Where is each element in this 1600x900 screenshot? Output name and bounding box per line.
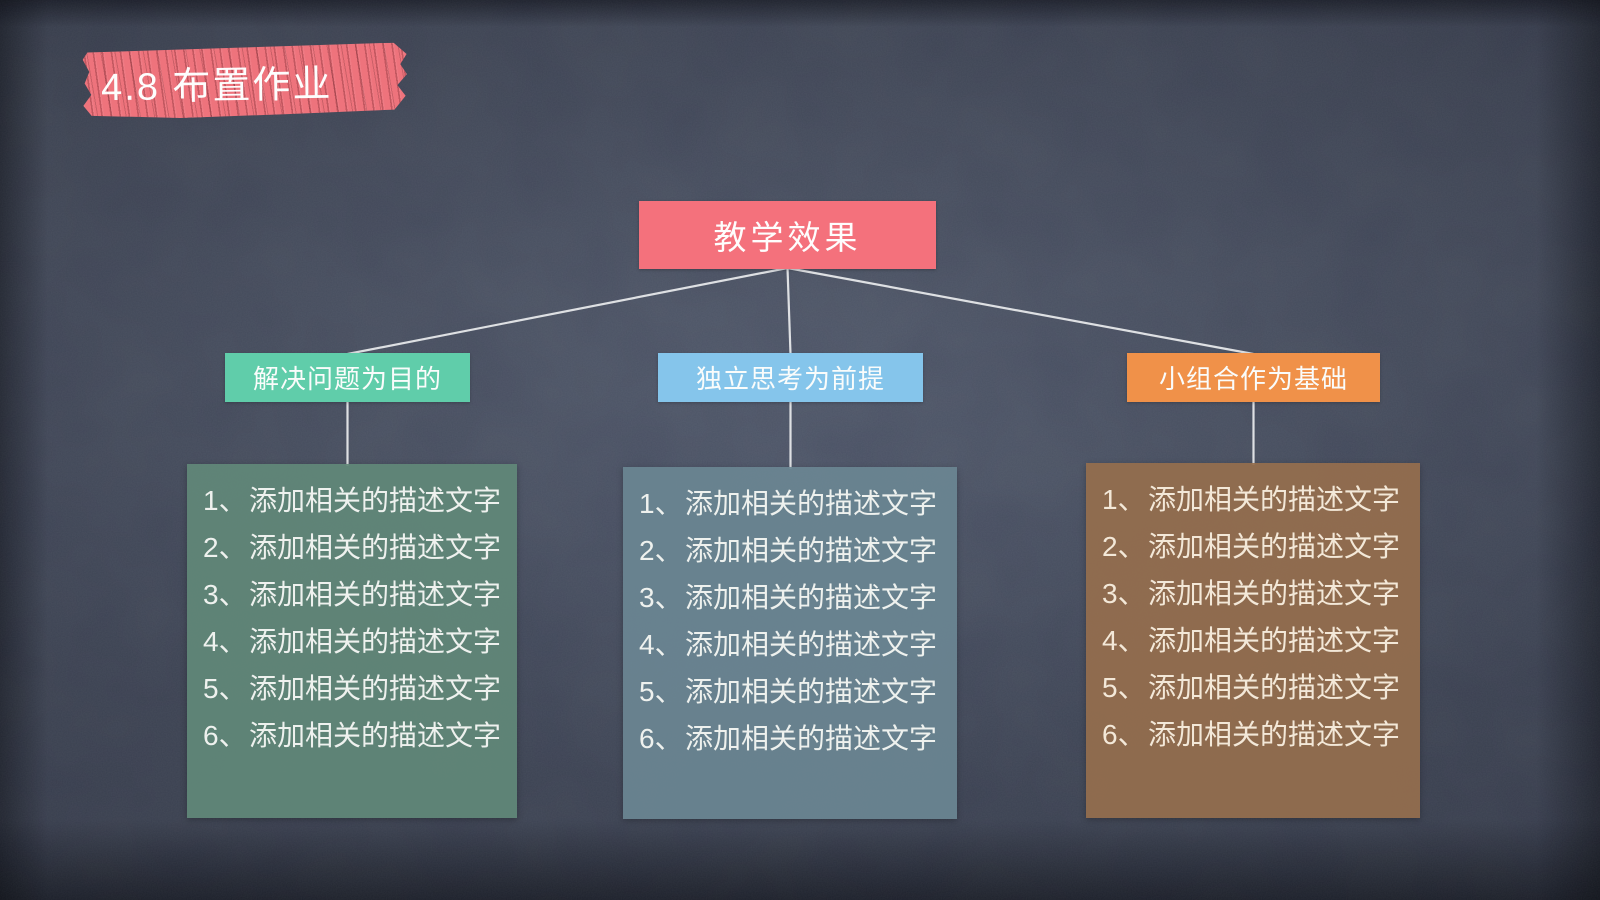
list-item-text: 添加相关的描述文字 bbox=[685, 629, 938, 660]
list-item-text: 添加相关的描述文字 bbox=[685, 488, 938, 519]
list-item: 3、添加相关的描述文字 bbox=[1102, 570, 1420, 617]
list-item-number: 5、 bbox=[203, 673, 247, 704]
list-item-number: 2、 bbox=[1102, 531, 1146, 562]
list-item-text: 添加相关的描述文字 bbox=[249, 626, 502, 657]
list-item-text: 添加相关的描述文字 bbox=[1148, 719, 1401, 750]
list-item: 2、添加相关的描述文字 bbox=[639, 527, 957, 574]
list-item: 1、添加相关的描述文字 bbox=[1102, 476, 1420, 523]
branch-panel-goal: 1、添加相关的描述文字 2、添加相关的描述文字 3、添加相关的描述文字 4、添加… bbox=[187, 464, 517, 818]
list-item-text: 添加相关的描述文字 bbox=[249, 579, 502, 610]
list-item: 5、添加相关的描述文字 bbox=[639, 668, 957, 715]
list-item: 2、添加相关的描述文字 bbox=[203, 524, 517, 571]
list-item: 5、添加相关的描述文字 bbox=[1102, 664, 1420, 711]
slide-title-highlight: 4.8 布置作业 bbox=[82, 42, 407, 119]
branch-header-foundation: 小组合作为基础 bbox=[1127, 353, 1380, 402]
list-item-number: 2、 bbox=[203, 532, 247, 563]
list-item: 3、添加相关的描述文字 bbox=[203, 571, 517, 618]
branch-header-goal: 解决问题为目的 bbox=[225, 353, 470, 402]
branch-header-label: 解决问题为目的 bbox=[252, 364, 442, 394]
list-item-number: 6、 bbox=[639, 723, 683, 754]
slide-title: 4.8 布置作业 bbox=[100, 63, 333, 109]
connector-line bbox=[786, 267, 792, 355]
list-item-number: 1、 bbox=[1102, 484, 1146, 515]
list-item-text: 添加相关的描述文字 bbox=[1148, 578, 1401, 609]
list-item-text: 添加相关的描述文字 bbox=[685, 676, 938, 707]
list-item-number: 1、 bbox=[639, 488, 683, 519]
list-item-text: 添加相关的描述文字 bbox=[249, 532, 502, 563]
list-item: 1、添加相关的描述文字 bbox=[203, 477, 517, 524]
branch-header-premise: 独立思考为前提 bbox=[658, 353, 923, 402]
list-item-number: 1、 bbox=[203, 485, 247, 516]
list-item-number: 6、 bbox=[1102, 719, 1146, 750]
branch-header-label: 小组合作为基础 bbox=[1158, 364, 1348, 394]
list-item-number: 4、 bbox=[639, 629, 683, 660]
list-item-text: 添加相关的描述文字 bbox=[685, 723, 938, 754]
branch-panel-foundation: 1、添加相关的描述文字 2、添加相关的描述文字 3、添加相关的描述文字 4、添加… bbox=[1086, 463, 1420, 818]
list-item-text: 添加相关的描述文字 bbox=[685, 582, 938, 613]
root-node-label: 教学效果 bbox=[713, 219, 862, 256]
list-item: 4、添加相关的描述文字 bbox=[203, 618, 517, 665]
list-item-text: 添加相关的描述文字 bbox=[249, 485, 502, 516]
branch-header-label: 独立思考为前提 bbox=[695, 364, 885, 394]
list-item-text: 添加相关的描述文字 bbox=[1148, 531, 1401, 562]
list-item-text: 添加相关的描述文字 bbox=[249, 720, 502, 751]
list-item: 4、添加相关的描述文字 bbox=[639, 621, 957, 668]
list-item-number: 5、 bbox=[639, 676, 683, 707]
list-item: 3、添加相关的描述文字 bbox=[639, 574, 957, 621]
connector-line bbox=[347, 266, 788, 356]
list-item-number: 3、 bbox=[203, 579, 247, 610]
list-item: 6、添加相关的描述文字 bbox=[203, 712, 517, 759]
list-item: 4、添加相关的描述文字 bbox=[1102, 617, 1420, 664]
list-item-number: 5、 bbox=[1102, 672, 1146, 703]
list-item-text: 添加相关的描述文字 bbox=[1148, 625, 1401, 656]
list-item-number: 3、 bbox=[1102, 578, 1146, 609]
list-item-text: 添加相关的描述文字 bbox=[685, 535, 938, 566]
branch-panel-premise: 1、添加相关的描述文字 2、添加相关的描述文字 3、添加相关的描述文字 4、添加… bbox=[623, 467, 957, 819]
list-item: 6、添加相关的描述文字 bbox=[639, 715, 957, 762]
list-item: 1、添加相关的描述文字 bbox=[639, 480, 957, 527]
list-item: 6、添加相关的描述文字 bbox=[1102, 711, 1420, 758]
list-item: 2、添加相关的描述文字 bbox=[1102, 523, 1420, 570]
list-item: 5、添加相关的描述文字 bbox=[203, 665, 517, 712]
root-node: 教学效果 bbox=[639, 201, 936, 269]
list-item-number: 4、 bbox=[203, 626, 247, 657]
list-item-number: 3、 bbox=[639, 582, 683, 613]
list-item-text: 添加相关的描述文字 bbox=[249, 673, 502, 704]
connector-line bbox=[787, 266, 1254, 356]
list-item-text: 添加相关的描述文字 bbox=[1148, 484, 1401, 515]
list-item-number: 2、 bbox=[639, 535, 683, 566]
list-item-number: 6、 bbox=[203, 720, 247, 751]
list-item-number: 4、 bbox=[1102, 625, 1146, 656]
list-item-text: 添加相关的描述文字 bbox=[1148, 672, 1401, 703]
